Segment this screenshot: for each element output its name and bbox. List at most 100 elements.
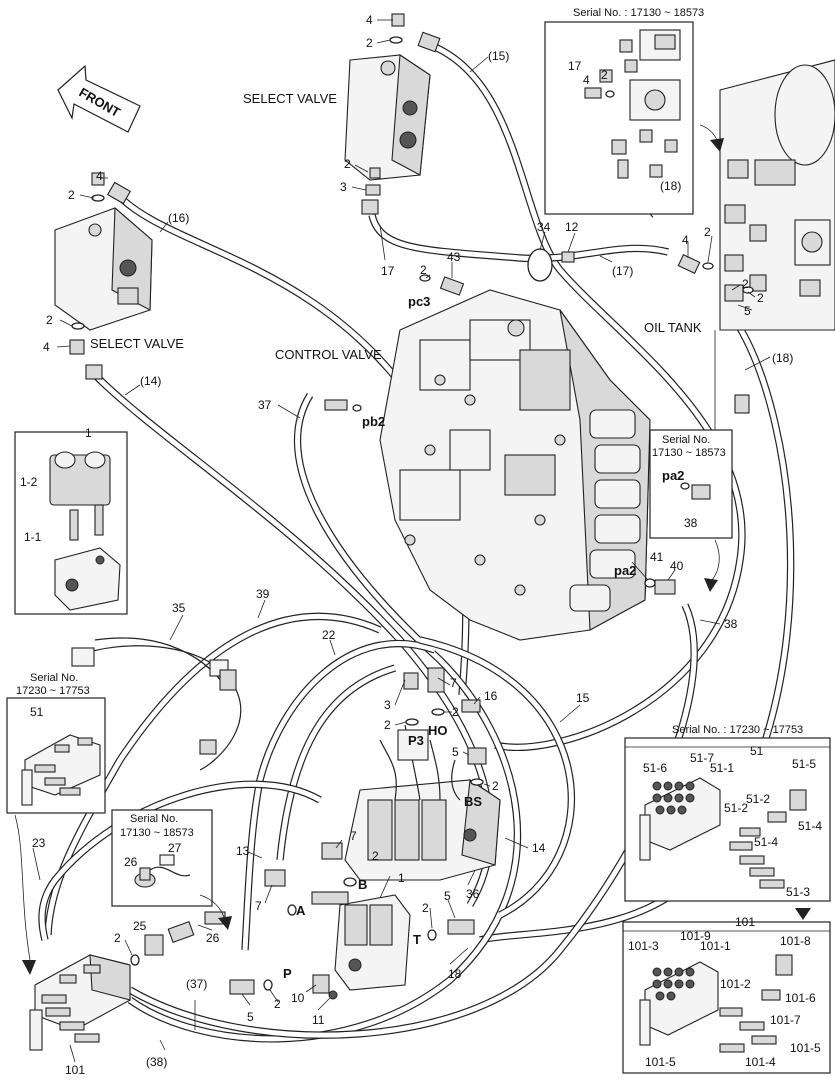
callout-5: 5 bbox=[744, 304, 751, 318]
callout-51-1: 51-1 bbox=[710, 761, 734, 775]
port-pb2: pb2 bbox=[362, 414, 385, 429]
callout-2: 2 bbox=[372, 849, 379, 863]
callout-39: 39 bbox=[256, 587, 270, 601]
inset-block-1 bbox=[14, 431, 128, 615]
callout-38: 38 bbox=[684, 516, 698, 530]
callout-51-4: 51-4 bbox=[754, 835, 778, 849]
labels: SELECT VALVE SELECT VALVE CONTROL VALVE … bbox=[16, 7, 822, 1077]
callout-101-3: 101-3 bbox=[628, 939, 659, 953]
port-t: T bbox=[413, 932, 421, 947]
callout-38: (38) bbox=[146, 1055, 167, 1069]
callout-27: 27 bbox=[168, 841, 182, 855]
callout-101: 101 bbox=[735, 915, 755, 929]
inset-serial-sensor bbox=[111, 809, 232, 930]
hose-lines bbox=[38, 41, 795, 1043]
callout-1-1: 1-1 bbox=[24, 530, 42, 544]
serial-pa2-line2: 17130 ~ 18573 bbox=[652, 447, 726, 459]
port-pa2-inset: pa2 bbox=[662, 468, 684, 483]
label-oil-tank: OIL TANK bbox=[644, 320, 702, 335]
callout-10: 10 bbox=[291, 991, 305, 1005]
port-ho: HO bbox=[428, 723, 448, 738]
leader-lines bbox=[32, 19, 771, 1063]
callout-2: 2 bbox=[114, 931, 121, 945]
callout-43: 43 bbox=[447, 250, 461, 264]
callout-51-2: 51-2 bbox=[746, 792, 770, 806]
callout-4: 4 bbox=[682, 233, 689, 247]
callout-5: 5 bbox=[247, 1010, 254, 1024]
front-arrow: FRONT bbox=[57, 64, 141, 133]
callout-2: 2 bbox=[492, 779, 499, 793]
callout-7: 7 bbox=[350, 829, 357, 843]
serial-sensor-line2: 17130 ~ 18573 bbox=[120, 827, 194, 839]
port-p3: P3 bbox=[408, 733, 424, 748]
label-control-valve: CONTROL VALVE bbox=[275, 347, 382, 362]
serial-pa2-line1: Serial No. bbox=[662, 434, 710, 446]
callout-12: 12 bbox=[565, 220, 579, 234]
callout-34: 34 bbox=[537, 220, 551, 234]
serial-51-right: Serial No. : 17230 ~ 17753 bbox=[672, 724, 803, 736]
callout-51-4: 51-4 bbox=[798, 819, 822, 833]
callout-2: 2 bbox=[422, 901, 429, 915]
port-p: P bbox=[283, 966, 292, 981]
inset-51 bbox=[624, 737, 831, 920]
callout-2: 2 bbox=[742, 277, 749, 291]
callout-26: 26 bbox=[206, 931, 220, 945]
top-select-valve bbox=[344, 13, 441, 215]
pilot-block-lower bbox=[311, 891, 411, 991]
callout-17: (17) bbox=[612, 264, 633, 278]
manifold-fittings bbox=[41, 964, 101, 1043]
callout-2: 2 bbox=[420, 263, 427, 277]
callout-4: 4 bbox=[366, 13, 373, 27]
callout-101-9: 101-9 bbox=[680, 929, 711, 943]
callout-2: 2 bbox=[757, 291, 764, 305]
callout-1: 1 bbox=[85, 426, 92, 440]
callout-51: 51 bbox=[750, 744, 764, 758]
callout-11: 11 bbox=[312, 1013, 325, 1027]
callout-3: 3 bbox=[340, 180, 347, 194]
callout-2: 2 bbox=[68, 188, 75, 202]
inset-101 bbox=[622, 921, 831, 1074]
callout-18: (18) bbox=[772, 351, 793, 365]
callout-18: 18 bbox=[448, 967, 462, 981]
callout-13: 13 bbox=[236, 844, 250, 858]
callout-18: (18) bbox=[660, 179, 681, 193]
serial-sensor-line1: Serial No. bbox=[130, 813, 178, 825]
callout-4: 4 bbox=[583, 73, 590, 87]
51-fittings bbox=[652, 781, 807, 889]
label-select-valve-left: SELECT VALVE bbox=[90, 336, 184, 351]
callout-2: 2 bbox=[704, 225, 711, 239]
serial-top-right: Serial No. : 17130 ~ 18573 bbox=[573, 7, 704, 19]
pilot-block-1 bbox=[344, 724, 501, 881]
serial-left-line1: Serial No. bbox=[30, 672, 78, 684]
label-select-valve-top: SELECT VALVE bbox=[243, 91, 337, 106]
callout-101-6: 101-6 bbox=[785, 991, 816, 1005]
fittings bbox=[71, 248, 754, 1000]
callout-17: 17 bbox=[381, 264, 395, 278]
callout-51-7: 51-7 bbox=[690, 751, 714, 765]
callout-3: 3 bbox=[384, 698, 391, 712]
inset-serial-pa2 bbox=[649, 429, 733, 592]
callout-41: 41 bbox=[650, 550, 664, 564]
callout-2: 2 bbox=[366, 36, 373, 50]
callout-15: (15) bbox=[488, 49, 509, 63]
port-b: B bbox=[358, 877, 367, 892]
callout-101-2: 101-2 bbox=[720, 977, 751, 991]
callout-5: 5 bbox=[452, 745, 459, 759]
callout-101-5: 101-5 bbox=[645, 1055, 676, 1069]
callout-101-8: 101-8 bbox=[780, 934, 811, 948]
callout-101-1: 101-1 bbox=[700, 939, 731, 953]
callout-23: 23 bbox=[32, 836, 46, 850]
callout-2: 2 bbox=[601, 68, 608, 82]
callout-25: 25 bbox=[133, 919, 147, 933]
port-pc3: pc3 bbox=[408, 294, 430, 309]
spool-column bbox=[569, 409, 641, 612]
callout-2: 2 bbox=[274, 997, 281, 1011]
callout-22: 22 bbox=[322, 628, 336, 642]
callout-101-5: 101-5 bbox=[790, 1041, 821, 1055]
callout-2: 2 bbox=[452, 705, 459, 719]
port-bs: BS bbox=[464, 794, 482, 809]
control-valve bbox=[379, 289, 651, 641]
callout-2: 2 bbox=[344, 157, 351, 171]
callout-14: 14 bbox=[532, 841, 546, 855]
callout-101-7: 101-7 bbox=[770, 1013, 801, 1027]
